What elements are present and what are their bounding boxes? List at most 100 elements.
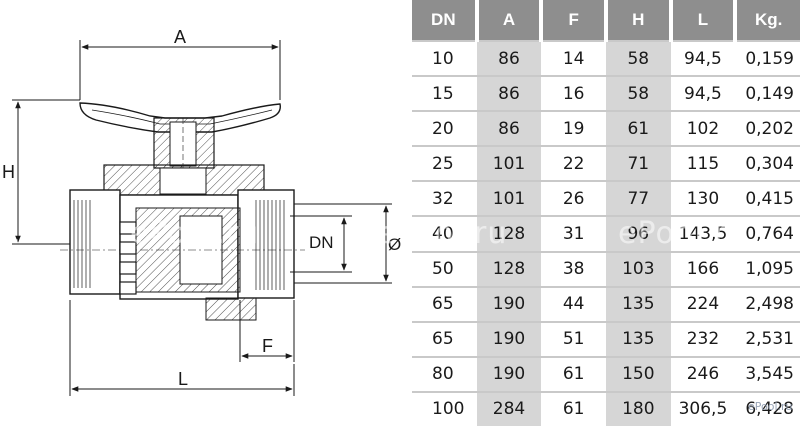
table-cell: 22 [541, 145, 606, 182]
table-cell: 58 [605, 39, 671, 77]
dimension-a: A [79, 27, 281, 100]
table-cell: 190 [476, 320, 542, 357]
table-cell: 61 [541, 355, 606, 392]
dimension-f: F [239, 300, 295, 362]
table-cell: 284 [476, 390, 542, 426]
dimension-h: H [2, 99, 80, 245]
table-cell: 224 [670, 285, 736, 322]
table-cell: 101 [476, 145, 542, 182]
table-cell: 190 [476, 285, 542, 322]
table-cell: 58 [605, 75, 671, 112]
table-cell: 166 [670, 250, 736, 287]
table-cell: 51 [541, 320, 606, 357]
label-a: A [174, 27, 186, 47]
table-cell: 1,095 [735, 250, 800, 287]
header-dn: DN [412, 0, 477, 41]
table-cell: 150 [605, 355, 671, 392]
dimension-diameter: Ø [294, 203, 401, 284]
table-header-row: DN A F H L Kg. [412, 0, 800, 41]
table-cell: 0,764 [735, 215, 800, 252]
table-cell: 94,5 [670, 39, 736, 77]
label-l: L [178, 369, 188, 389]
header-l: L [668, 0, 736, 41]
table-cell: 25 [412, 145, 477, 182]
dimension-l: L [69, 300, 295, 396]
table-cell: 0,415 [735, 180, 800, 217]
dimension-dn: DN [290, 215, 352, 273]
table-cell: 135 [605, 320, 671, 357]
header-h: H [603, 0, 671, 41]
label-h: H [2, 162, 15, 182]
table-cell: 190 [476, 355, 542, 392]
table-cell: 86 [476, 75, 542, 112]
table-cell: 80 [412, 355, 477, 392]
table-cell: 3,545 [735, 355, 800, 392]
table-cell: 2,498 [735, 285, 800, 322]
table-cell: 0,202 [735, 110, 800, 147]
label-dn: DN [309, 233, 334, 252]
table-cell: 130 [670, 180, 736, 217]
table-cell: 135 [605, 285, 671, 322]
table-cell: 96 [605, 215, 671, 252]
table-cell: 65 [412, 285, 477, 322]
table-cell: 115 [670, 145, 736, 182]
valve-drawing: A H [2, 27, 401, 396]
table-cell: 61 [541, 390, 606, 426]
table-cell: 38 [541, 250, 606, 287]
table-cell: 40 [412, 215, 477, 252]
table-cell: 100 [412, 390, 477, 426]
table-cell: 15 [412, 75, 477, 112]
table-cell: 0,149 [735, 75, 800, 112]
table-cell: 0,304 [735, 145, 800, 182]
table-cell: 50 [412, 250, 477, 287]
valve-handle [79, 102, 281, 185]
table-cell: 14 [541, 39, 606, 77]
table-cell: 20 [412, 110, 477, 147]
table-cell: 71 [605, 145, 671, 182]
header-kg: Kg. [733, 0, 800, 41]
header-f: F [539, 0, 606, 41]
table-cell: 16 [541, 75, 606, 112]
table-cell: 180 [605, 390, 671, 426]
valve-body [60, 164, 305, 321]
table-cell: 77 [605, 180, 671, 217]
table-cell: 103 [605, 250, 671, 287]
table-cell: 128 [476, 215, 542, 252]
table-cell: 232 [670, 320, 736, 357]
table-cell: 44 [541, 285, 606, 322]
label-f: F [262, 336, 273, 356]
table-cell: 0,159 [735, 39, 800, 77]
table-cell: 86 [476, 110, 542, 147]
table-cell: 128 [476, 250, 542, 287]
table-cell: 102 [670, 110, 736, 147]
table-cell: 19 [541, 110, 606, 147]
table-cell: 32 [412, 180, 477, 217]
table-cell: 6,428 [735, 390, 800, 426]
table-cell: 65 [412, 320, 477, 357]
table-cell: 86 [476, 39, 542, 77]
table-cell: 61 [605, 110, 671, 147]
header-a: A [474, 0, 542, 41]
table-cell: 94,5 [670, 75, 736, 112]
table-cell: 246 [670, 355, 736, 392]
label-diameter: Ø [388, 235, 401, 254]
table-cell: 101 [476, 180, 542, 217]
table-cell: 26 [541, 180, 606, 217]
table-cell: 2,531 [735, 320, 800, 357]
table-cell: 10 [412, 39, 477, 77]
table-cell: 31 [541, 215, 606, 252]
